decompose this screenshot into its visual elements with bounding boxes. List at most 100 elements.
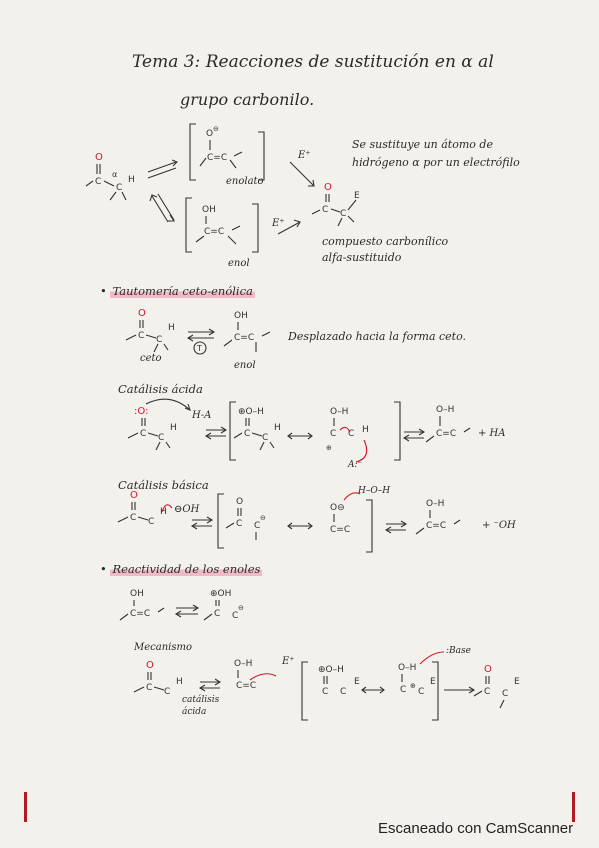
svg-text:C: C (140, 429, 146, 439)
mechanism-intermediate-bracket: ⊕O–H C C E O–H C ⊕ C E (301, 651, 445, 721)
enol-structure-2: OH C=C (223, 311, 271, 352)
svg-text:C: C (164, 687, 170, 697)
keto-structure: O C C H (125, 308, 175, 353)
acid-intermediate-bracket: ⊕O–H C C H O–H C C H ⊕ (229, 401, 401, 463)
svg-text:C: C (146, 683, 152, 693)
mech-base-label: :Base (446, 646, 471, 656)
svg-text:O–H: O–H (398, 663, 416, 673)
product-label: compuesto carbonílico alfa-sustituido (322, 235, 449, 264)
enolate-label: enolato (226, 176, 264, 187)
camscanner-watermark: Escaneado con CamScanner (378, 820, 574, 837)
svg-text:C=C: C=C (234, 333, 254, 343)
mechanism-enol: O–H C=C (234, 659, 277, 691)
svg-text:OH: OH (130, 589, 144, 599)
svg-text:C: C (232, 611, 238, 621)
base-reagent: ⊖OH (174, 504, 200, 515)
svg-text:H: H (362, 425, 369, 435)
svg-text:⊕OH: ⊕OH (210, 589, 231, 599)
section-enol-reactivity: • Reactividad de los enoles (100, 562, 263, 576)
svg-text:H: H (168, 323, 175, 333)
acid-byproduct: + HA (478, 428, 506, 439)
svg-text:C: C (340, 687, 346, 697)
svg-text:E: E (514, 677, 520, 687)
svg-text:C=C: C=C (330, 525, 350, 535)
svg-text:C: C (484, 687, 490, 697)
acid-reagent: H-A (192, 410, 212, 421)
arrow-enol-to-product (277, 221, 301, 235)
svg-text:O: O (206, 129, 213, 139)
svg-text:C: C (254, 521, 260, 531)
svg-text:C: C (138, 331, 144, 341)
keto-label: ceto (140, 353, 162, 364)
svg-text:C=C: C=C (426, 521, 446, 531)
svg-text:C: C (158, 433, 164, 443)
svg-text:O: O (130, 490, 138, 501)
arrow-enolate-to-product (289, 161, 315, 187)
svg-text:O: O (146, 660, 154, 671)
svg-text:C=C: C=C (130, 609, 150, 619)
mech-electrophile: E⁺ (282, 656, 295, 667)
base-ketone: O C C H (117, 490, 173, 527)
svg-text:H: H (274, 423, 281, 433)
intro-ketone: O C α C H (85, 152, 135, 201)
svg-text:H: H (128, 175, 135, 185)
svg-text:OH: OH (202, 205, 216, 215)
svg-text:C: C (340, 209, 346, 219)
svg-text:C: C (348, 429, 354, 439)
svg-text:E: E (430, 677, 436, 687)
svg-text:O: O (138, 308, 146, 319)
substitution-note: Se sustituye un átomo de hidrógeno α por… (352, 138, 520, 169)
acid-condition-label: catálisis ácida (182, 695, 220, 717)
svg-text:O: O (95, 152, 103, 163)
title-prefix: Tema 3: (132, 52, 201, 72)
svg-text:C: C (502, 689, 508, 699)
enol-structure: OH C=C (185, 197, 259, 253)
equilibrium-arrow-1 (147, 159, 178, 179)
tautomeria-heading: Tautomería ceto-enólica (110, 284, 255, 298)
svg-text:⊕O–H: ⊕O–H (238, 407, 264, 417)
svg-text:C: C (262, 433, 268, 443)
svg-text:C: C (400, 685, 406, 695)
svg-text:⊖: ⊖ (213, 125, 219, 133)
svg-text:C: C (116, 183, 122, 193)
svg-text:OH: OH (234, 311, 248, 321)
svg-text:C: C (418, 687, 424, 697)
svg-text:O–H: O–H (426, 499, 444, 509)
svg-text:C=C: C=C (236, 681, 256, 691)
title-line-1: Reacciones de sustitución en α al (205, 52, 494, 72)
svg-text:C: C (322, 205, 328, 215)
equilibrium-arrow-2 (149, 193, 176, 223)
acid-enol-product: O–H C=C (425, 405, 471, 443)
svg-text:C: C (156, 335, 162, 345)
svg-text:⊖: ⊖ (238, 604, 244, 612)
enol-label: enol (228, 258, 250, 269)
svg-text:C: C (322, 687, 328, 697)
electrophile-2: E⁺ (272, 218, 285, 229)
svg-text:E: E (354, 191, 360, 201)
svg-text:C: C (330, 429, 336, 439)
alpha-substituted-product: O C C E (311, 182, 360, 227)
water-label: H–O–H (358, 486, 391, 496)
acid-catalysis-heading: Catálisis ácida (118, 382, 203, 396)
acid-base-label: A:⁻ (348, 460, 363, 470)
reactivity-enol: OH C=C (119, 589, 165, 621)
svg-text:α: α (112, 170, 117, 179)
svg-text:⊕: ⊕ (410, 682, 416, 690)
svg-text:C: C (244, 429, 250, 439)
svg-text:E: E (354, 677, 360, 687)
svg-text:O–H: O–H (330, 407, 348, 417)
svg-text:C: C (148, 517, 154, 527)
svg-text:C: C (214, 609, 220, 619)
base-byproduct: + ⁻OH (482, 520, 516, 531)
svg-text:C: C (95, 177, 101, 187)
base-enolate-bracket: O C C ⊖ O⊖ C=C (217, 492, 373, 553)
svg-text:O: O (324, 182, 332, 193)
tautomer-equilibrium-arrow (186, 328, 216, 355)
base-catalysis-heading: Catálisis básica (118, 478, 209, 492)
svg-text:C: C (130, 513, 136, 523)
svg-text:C=C: C=C (204, 227, 224, 237)
svg-text:C=C: C=C (207, 153, 227, 163)
svg-text:O⊖: O⊖ (330, 503, 345, 513)
